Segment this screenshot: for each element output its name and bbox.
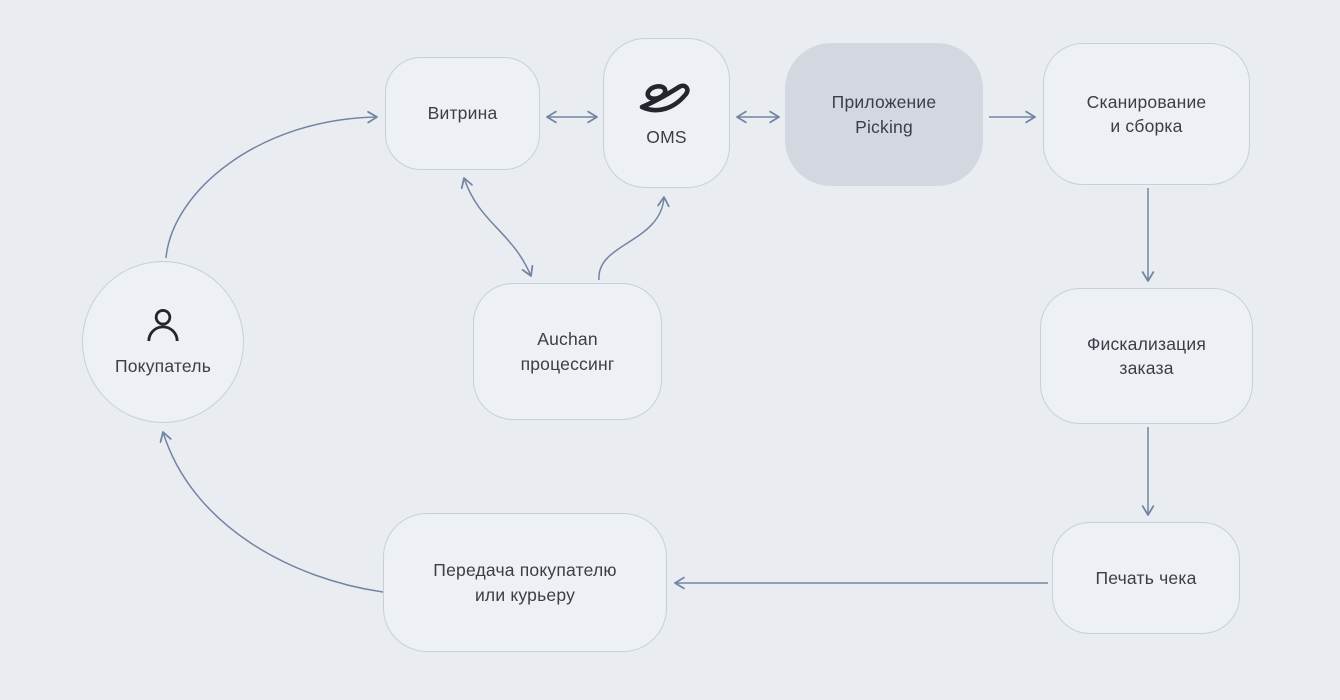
node-label: Витрина [427, 103, 498, 124]
node-label: Передача покупателю или курьеру [433, 560, 617, 605]
oms-logo-icon [639, 83, 690, 113]
node-label: OMS [646, 127, 687, 148]
node-handover: Передача покупателю или курьеру [383, 513, 667, 652]
node-label: Покупатель [114, 356, 212, 377]
node-customer: Покупатель [82, 261, 244, 423]
node-label: Фискализация заказа [1086, 333, 1207, 379]
person-icon [147, 309, 179, 342]
edge-storefront-processing [460, 177, 534, 277]
node-label: Auchan процессинг [520, 329, 615, 374]
node-receipt: Печать чека [1052, 522, 1240, 634]
node-scanning: Сканирование и сборка [1043, 43, 1250, 185]
node-oms: OMS [603, 38, 730, 188]
edge-processing-oms [598, 196, 670, 281]
node-fiscalization: Фискализация заказа [1040, 288, 1253, 424]
node-label: Печать чека [1095, 567, 1197, 588]
node-label: Приложение Picking [831, 92, 937, 137]
node-picking: Приложение Picking [785, 43, 983, 186]
edge-customer-storefront [165, 110, 378, 259]
node-storefront: Витрина [385, 57, 540, 170]
edge-handover-customer [159, 431, 384, 593]
node-processing: Auchan процессинг [473, 283, 662, 420]
node-label: Сканирование и сборка [1086, 91, 1207, 137]
